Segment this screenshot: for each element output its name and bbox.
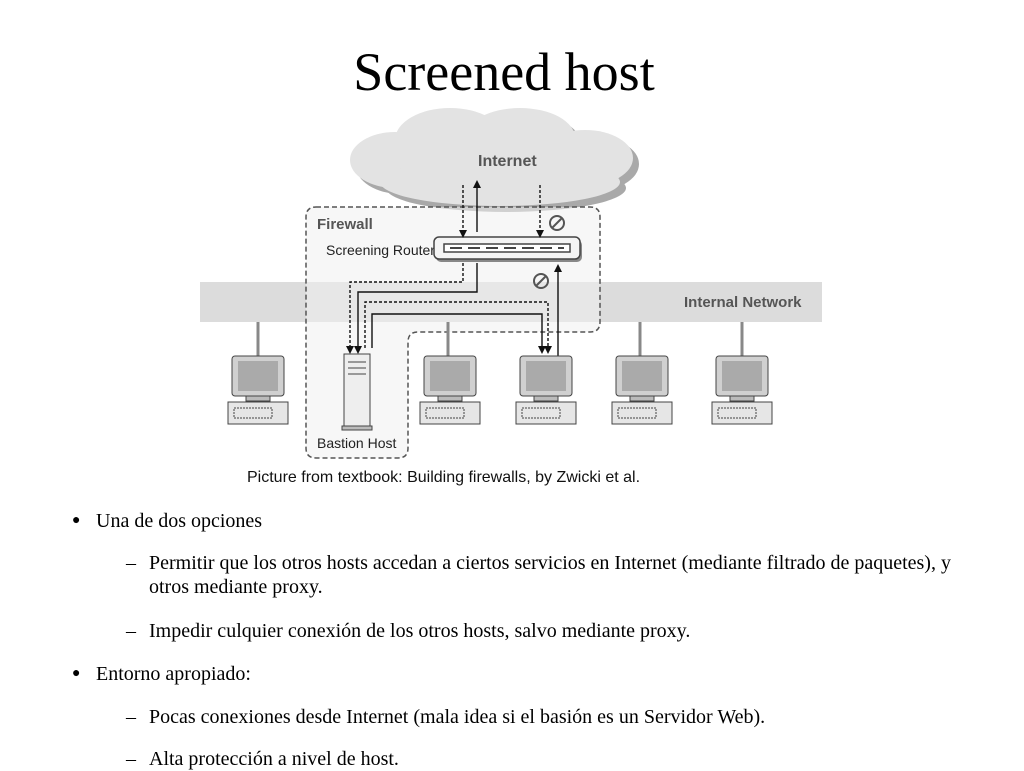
dash-marker: – (126, 552, 136, 574)
sub-bullet-item: – Alta protección a nivel de host. (126, 747, 976, 771)
internet-cloud (350, 108, 639, 212)
workstation (611, 355, 673, 425)
internet-label: Internet (478, 153, 537, 170)
bullet-marker: ● (72, 666, 81, 681)
screened-host-diagram: Internal Network Internet Firewall Scree… (200, 108, 822, 486)
bastion-host-server (341, 353, 373, 431)
dash-marker: – (126, 620, 136, 642)
traffic-arrows (349, 185, 559, 360)
internal-network-label: Internal Network (684, 294, 802, 311)
sub-bullet-item: – Permitir que los otros hosts accedan a… (126, 551, 976, 599)
sub-bullet-item: – Pocas conexiones desde Internet (mala … (126, 705, 976, 729)
sub-bullet-text: Impedir culquier conexión de los otros h… (149, 620, 691, 642)
workstation (711, 355, 773, 425)
firewall-boundary (305, 206, 601, 459)
firewall-label: Firewall (317, 216, 373, 233)
figure-caption: Picture from textbook: Building firewall… (247, 469, 640, 486)
arrow-heads (346, 180, 562, 354)
bullet-text: Entorno apropiado: (96, 663, 251, 685)
workstation (227, 355, 289, 425)
dash-marker: – (126, 706, 136, 728)
slide-title: Screened host (353, 42, 655, 102)
sub-bullet-text: Alta protección a nivel de host. (149, 748, 399, 770)
sub-bullet-text: Permitir que los otros hosts accedan a c… (149, 552, 951, 598)
workstation (419, 355, 481, 425)
network-drops (256, 322, 744, 356)
sub-bullet-item: – Impedir culquier conexión de los otros… (126, 619, 976, 643)
dash-marker: – (126, 748, 136, 770)
blocked-icon (549, 215, 565, 231)
bullet-item: ● Una de dos opciones (72, 509, 263, 533)
bullet-text: Una de dos opciones (96, 510, 263, 532)
screening-router (433, 236, 582, 262)
bullet-marker: ● (72, 513, 81, 528)
blocked-icon (533, 273, 549, 289)
screening-router-label: Screening Router (326, 242, 435, 258)
bullet-item: ● Entorno apropiado: (72, 662, 251, 686)
workstation (515, 355, 577, 425)
sub-bullet-text: Pocas conexiones desde Internet (mala id… (149, 706, 766, 728)
bastion-host-label: Bastion Host (317, 435, 396, 451)
